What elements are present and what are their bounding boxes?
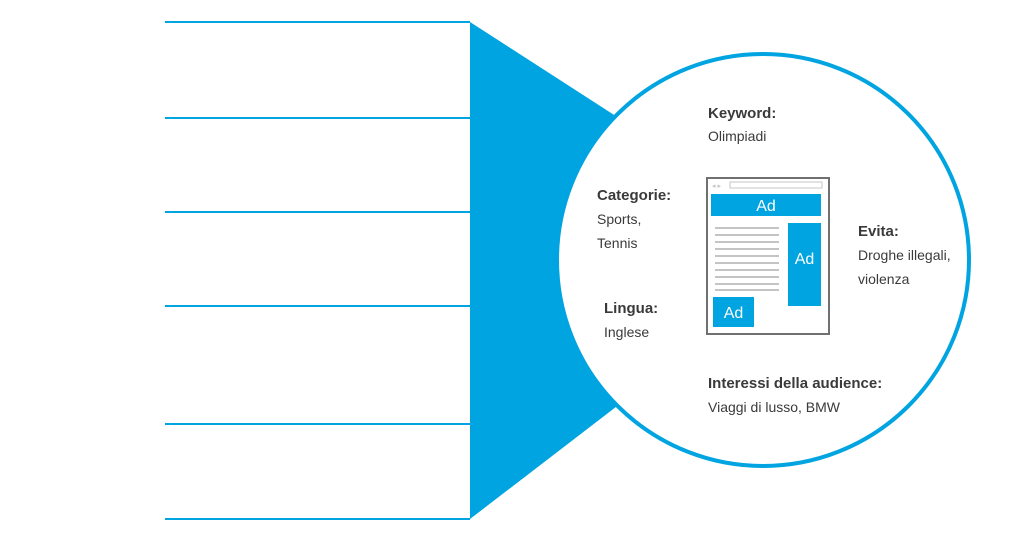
language-label: Lingua: Inglese [604, 300, 658, 340]
webpage-with-ads-icon: ◂ ▸ Ad Ad Ad [706, 177, 830, 335]
left-lines [165, 21, 470, 520]
audience-title: Interessi della audience: [708, 375, 882, 392]
categories-label: Categorie: Sports, Tennis [597, 187, 671, 251]
audience-value: Viaggi di lusso, BMW [708, 399, 841, 415]
audience-label: Interessi della audience: Viaggi di luss… [708, 375, 882, 415]
keyword-value: Olimpiadi [708, 128, 766, 144]
ad-banner-bottom [713, 297, 754, 327]
keyword-title: Keyword: [708, 105, 776, 122]
ad-banner-side [788, 223, 821, 306]
address-bar [729, 181, 823, 189]
keyword-label: Keyword: Olimpiadi [708, 105, 776, 144]
language-value: Inglese [604, 324, 649, 340]
categories-value-1: Sports, [597, 211, 641, 227]
ad-label-side: Ad [795, 251, 815, 268]
content-text-lines [715, 227, 779, 291]
avoid-value-1: Droghe illegali, [858, 247, 951, 263]
ad-label-bottom: Ad [724, 305, 744, 322]
avoid-label: Evita: Droghe illegali, violenza [858, 223, 951, 287]
ad-label-top: Ad [756, 198, 776, 215]
categories-value-2: Tennis [597, 235, 637, 251]
categories-title: Categorie: [597, 187, 671, 204]
nav-arrows-icon: ◂ ▸ [712, 183, 721, 190]
language-title: Lingua: [604, 300, 658, 317]
funnel-shape [470, 22, 625, 519]
avoid-value-2: violenza [858, 271, 910, 287]
ad-banner-top [711, 194, 821, 216]
avoid-title: Evita: [858, 223, 899, 240]
